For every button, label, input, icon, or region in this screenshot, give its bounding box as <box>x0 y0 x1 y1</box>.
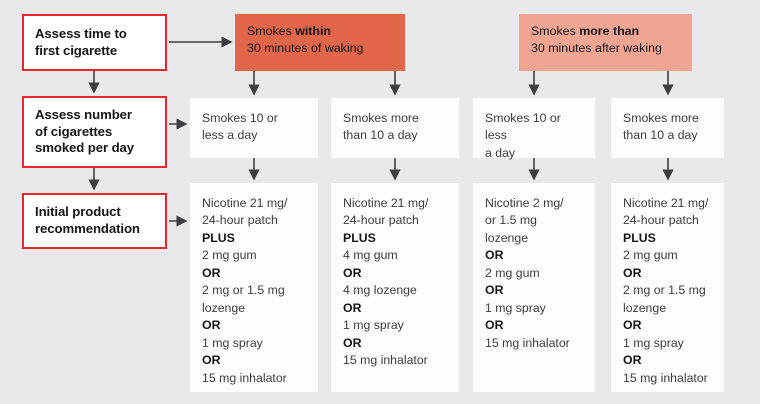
header-morethan-plain: Smokes <box>531 24 580 38</box>
header-within-plain: Smokes <box>247 24 296 38</box>
header-box-smokes-within: Smokes within 30 minutes of waking <box>235 14 405 71</box>
header-morethan-line2: 30 minutes after waking <box>531 41 662 56</box>
header-smokes-more-than-text: Smokes more than 30 minutes after waking <box>531 23 680 57</box>
header-within-line2: 30 minutes of waking <box>247 41 364 56</box>
header-morethan-bold: more than <box>579 24 640 38</box>
header-smokes-within-text: Smokes within 30 minutes of waking <box>247 23 393 57</box>
header-within-bold: within <box>295 24 331 38</box>
header-box-smokes-more-than: Smokes more than 30 minutes after waking <box>519 14 692 71</box>
